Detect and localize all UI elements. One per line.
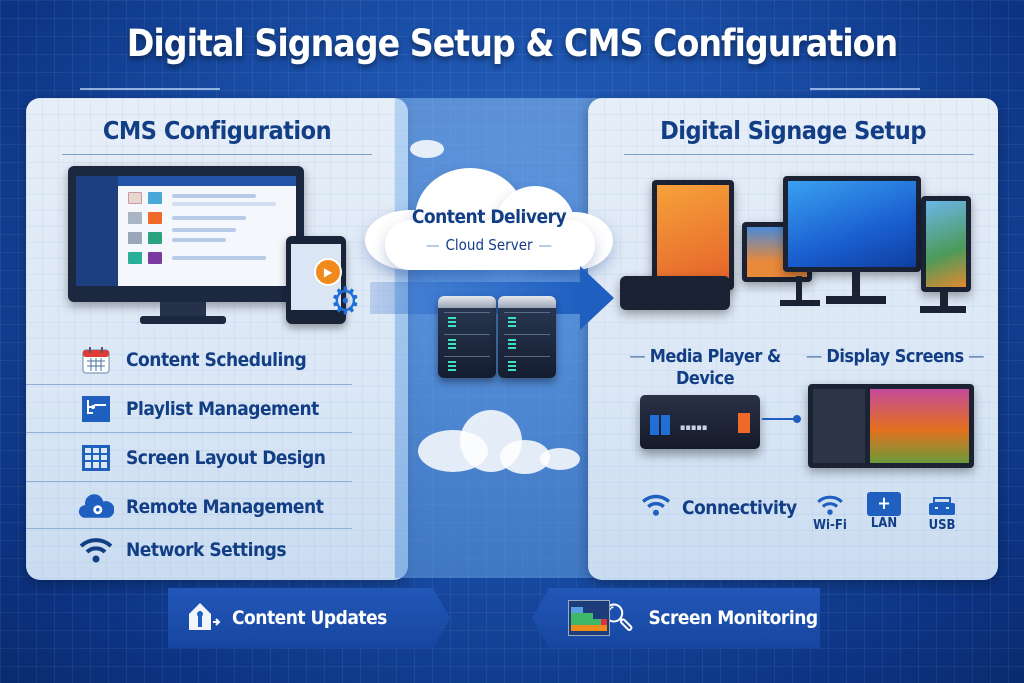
feature-label: Screen Layout Design <box>126 447 326 469</box>
decorative-line <box>80 88 220 90</box>
cms-configuration-title: CMS Configuration <box>102 116 332 145</box>
usb-icon <box>922 494 962 518</box>
gear-icon: ⚙ <box>330 279 361 323</box>
wifi-icon <box>78 535 114 565</box>
play-icon: ▶ <box>314 258 342 286</box>
digital-signage-setup-title: Digital Signage Setup <box>660 116 926 145</box>
arrow-right-icon <box>580 266 614 330</box>
media-player-box-icon <box>620 276 730 310</box>
connectivity-row: Connectivity <box>640 493 797 522</box>
feature-label: Playlist Management <box>126 398 319 420</box>
wifi-icon <box>640 493 672 522</box>
content-updates-banner[interactable]: Content Updates <box>168 588 450 648</box>
side-monitor-icon <box>921 196 971 292</box>
feature-content-scheduling: Content Scheduling <box>78 340 307 380</box>
feature-screen-layout-design: Screen Layout Design <box>78 438 326 478</box>
feature-playlist-management: Playlist Management <box>78 389 319 429</box>
feature-network-settings: Network Settings <box>78 530 287 570</box>
cms-dashboard-monitor-icon <box>68 166 304 302</box>
monitor-base <box>140 316 226 324</box>
home-upload-icon <box>186 600 222 637</box>
media-player-label: — Media Player &Device <box>629 346 781 389</box>
lan-icon: + <box>864 492 904 516</box>
server-icon <box>438 296 496 378</box>
connectivity-label: Connectivity <box>682 496 797 519</box>
small-cloud-icon <box>410 140 444 158</box>
monitoring-chart-icon <box>568 600 610 636</box>
divider <box>26 528 352 529</box>
server-icon <box>498 296 556 378</box>
feature-label: Remote Management <box>126 496 324 518</box>
connectivity-usb: USB <box>922 494 962 533</box>
monitor-stand <box>796 276 802 302</box>
playlist-icon <box>78 394 114 424</box>
content-updates-label: Content Updates <box>232 607 387 629</box>
screen-monitoring-banner[interactable]: 🔍︎ Screen Monitoring <box>532 588 820 648</box>
feature-label: Network Settings <box>126 539 287 561</box>
monitor-stand <box>940 290 948 310</box>
feature-remote-management: Remote Management <box>78 487 324 527</box>
connector-line <box>762 415 801 423</box>
kiosk-display-icon <box>652 180 734 290</box>
divider <box>624 154 974 155</box>
divider <box>26 432 352 433</box>
display-screens-icon <box>808 384 974 468</box>
large-monitor-icon <box>783 176 921 272</box>
monitor-stand <box>160 302 206 318</box>
monitor-base <box>780 300 820 306</box>
grid-layout-icon <box>78 443 114 473</box>
divider <box>26 481 352 482</box>
divider <box>62 154 372 155</box>
monitor-base <box>826 296 886 304</box>
cloud-server-label: —Cloud Server— <box>425 236 553 254</box>
small-cloud-icon <box>540 448 580 470</box>
feature-label: Content Scheduling <box>126 349 307 371</box>
cloud-gear-icon <box>78 492 114 522</box>
screen-monitoring-label: Screen Monitoring <box>648 607 819 629</box>
divider <box>26 384 352 385</box>
monitor-stand <box>852 272 860 298</box>
calendar-icon <box>78 345 114 375</box>
page-title: Digital Signage Setup & CMS Configuratio… <box>126 22 898 65</box>
cloud-icon <box>365 160 613 270</box>
display-screens-label: — Display Screens — <box>806 346 984 367</box>
wifi-icon <box>810 494 850 518</box>
connectivity-wifi: Wi-Fi <box>810 494 850 533</box>
monitor-base <box>920 306 966 313</box>
media-player-device-icon: ▪▪▪▪▪ <box>640 395 760 449</box>
decorative-line <box>810 88 920 90</box>
connectivity-lan: + LAN <box>864 492 904 531</box>
content-delivery-label: Content Delivery <box>411 206 567 228</box>
